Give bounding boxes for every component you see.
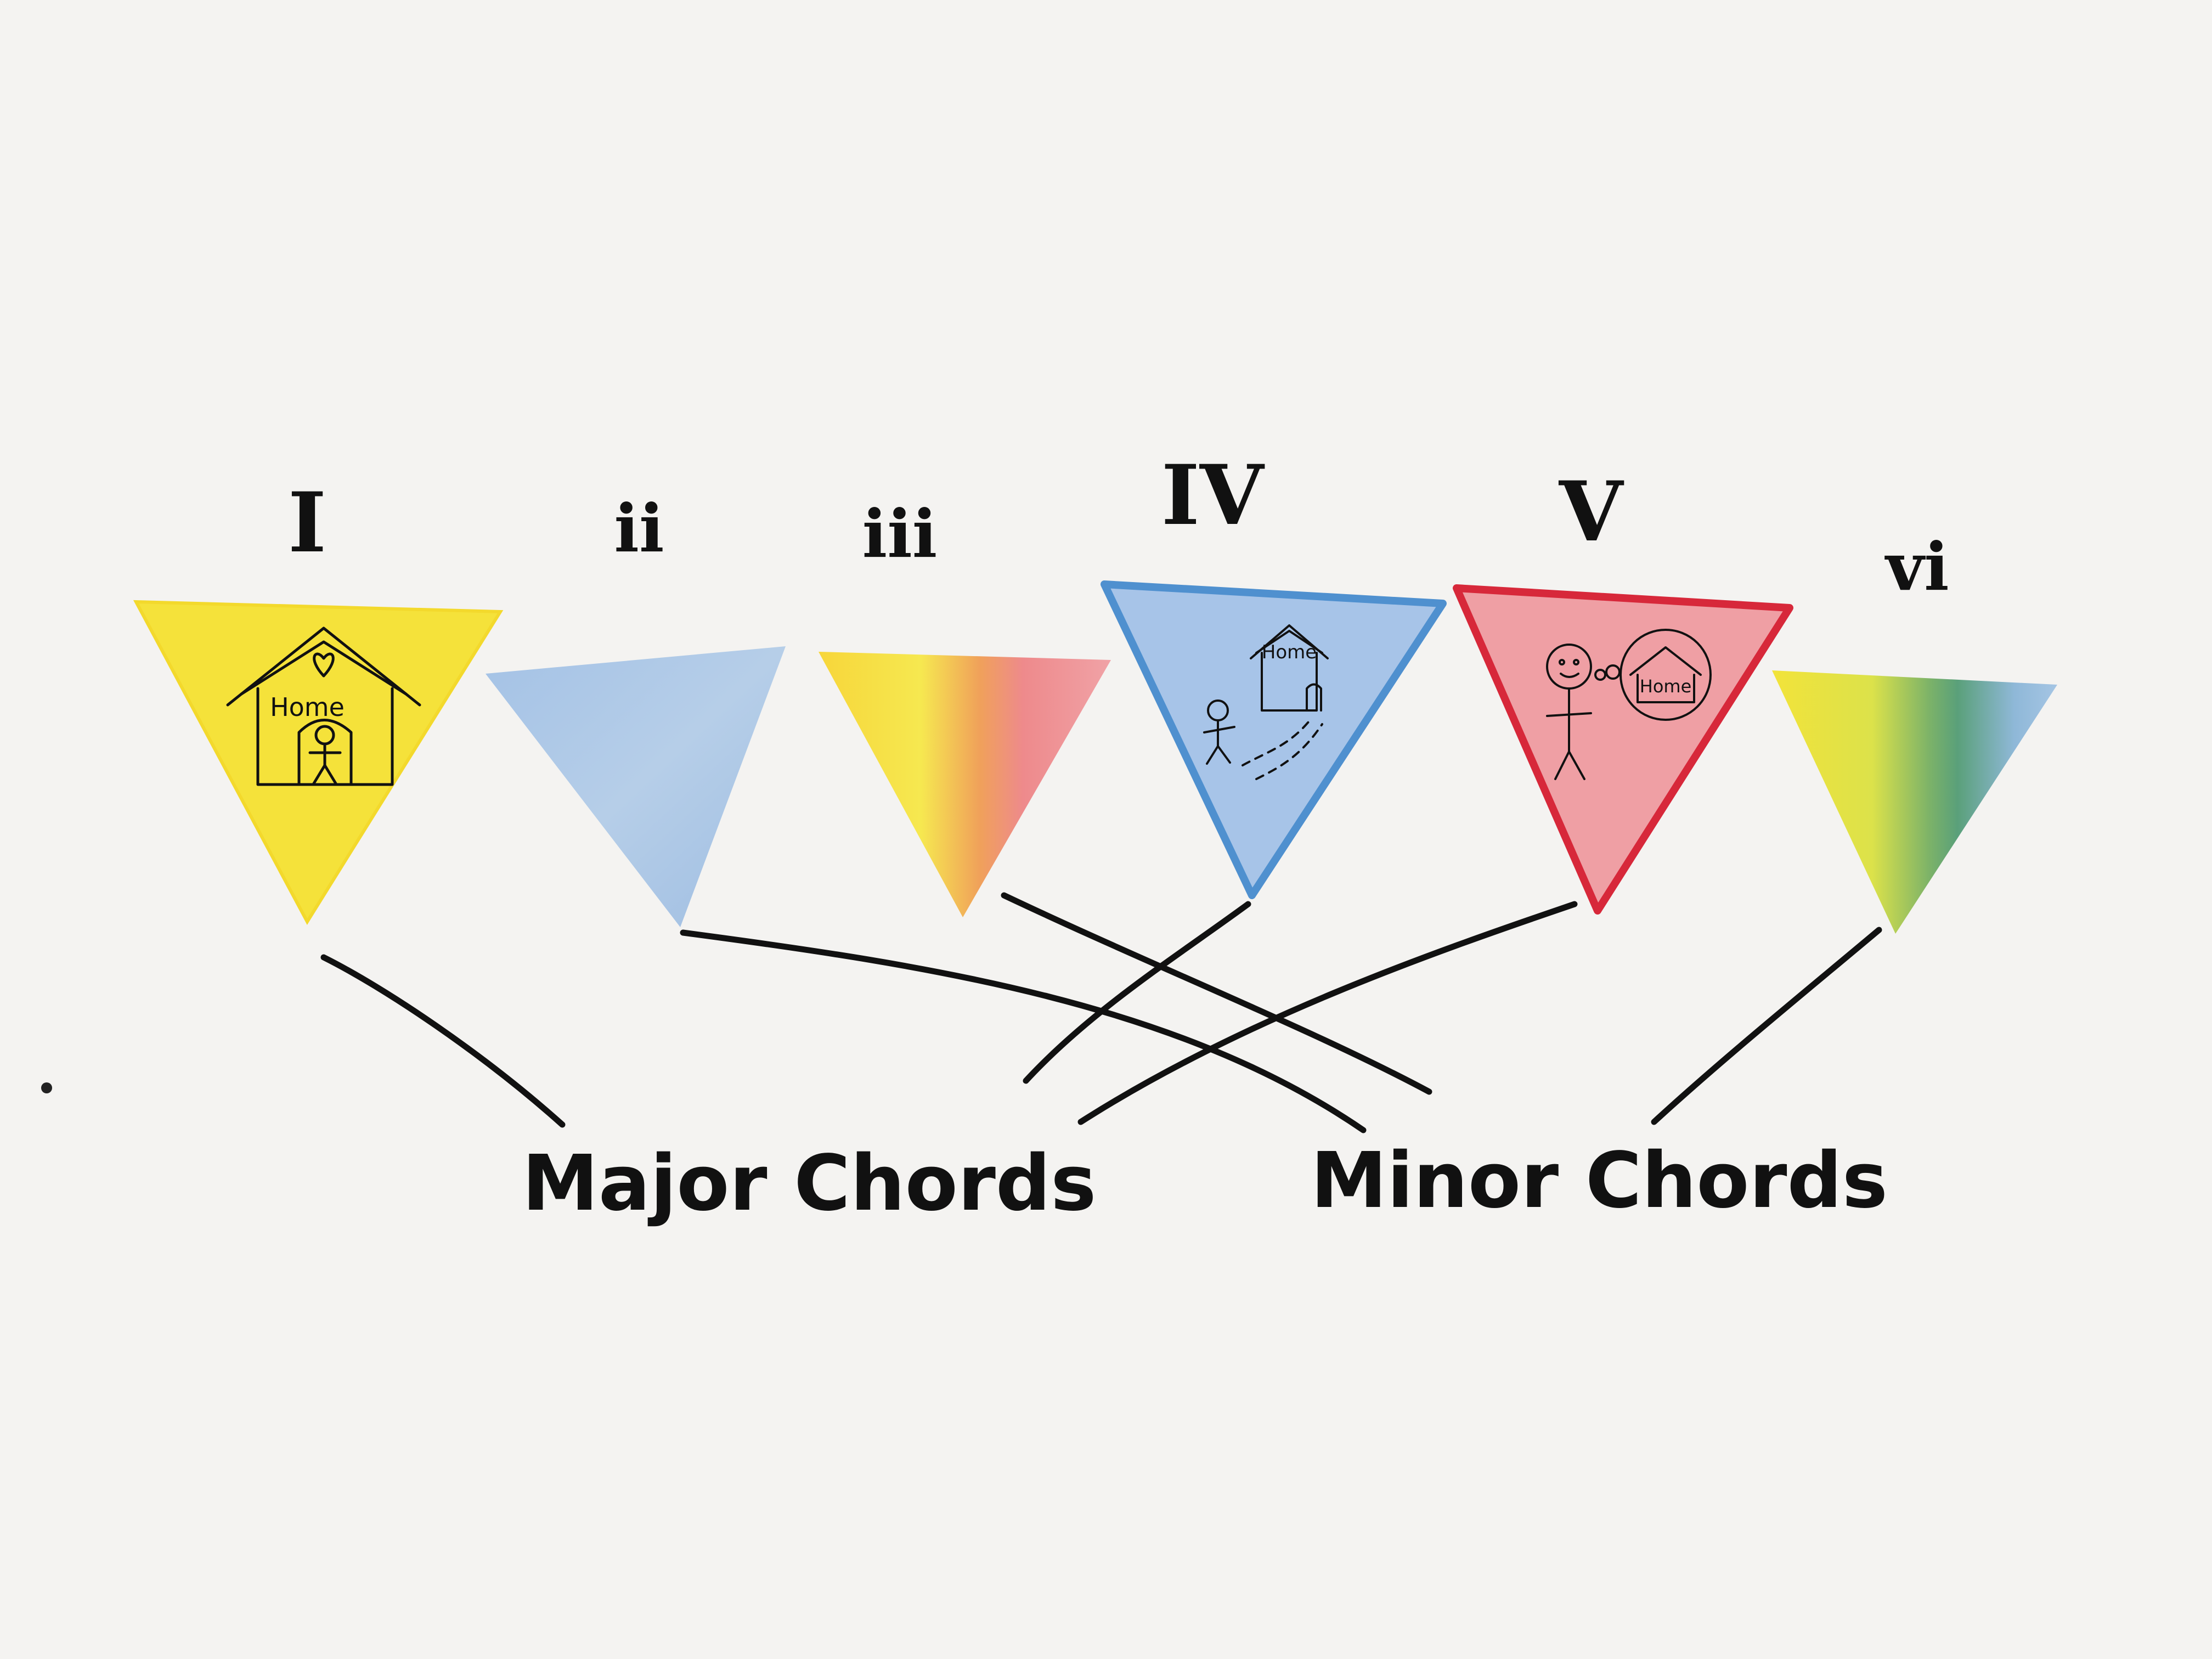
home-label: Home xyxy=(1262,641,1317,663)
major-chords-label: Major Chords xyxy=(522,1139,1097,1228)
chord-triangle-iii xyxy=(819,652,1111,917)
numeral-I: I xyxy=(288,475,326,571)
line-vi-to-minor xyxy=(1651,927,1882,1125)
thinking-of-home-drawing xyxy=(1546,629,1712,780)
numeral-V: V xyxy=(1559,464,1624,560)
line-ii-to-minor xyxy=(680,929,1367,1133)
ink-dot xyxy=(41,1082,52,1093)
connector-lines xyxy=(320,892,1882,1133)
chord-triangle-I: Home xyxy=(133,600,504,925)
walking-away-drawing xyxy=(1203,624,1329,780)
numeral-iii: iii xyxy=(862,495,938,573)
chord-triangle-V: Home xyxy=(1453,584,1793,915)
chord-triangle-IV: Home xyxy=(1101,580,1447,899)
line-I-to-major xyxy=(320,954,566,1128)
line-iii-to-minor xyxy=(1001,892,1432,1095)
house-drawing xyxy=(226,627,421,786)
home-label: Home xyxy=(1640,676,1692,697)
numeral-vi: vi xyxy=(1884,528,1949,606)
chord-triangle-ii xyxy=(486,646,786,927)
numeral-ii: ii xyxy=(614,490,664,567)
numeral-IV: IV xyxy=(1161,447,1265,544)
minor-chords-label: Minor Chords xyxy=(1311,1136,1888,1226)
line-V-to-major xyxy=(1077,901,1578,1125)
chord-triangle-vi xyxy=(1772,670,2057,934)
home-label: Home xyxy=(270,692,345,722)
line-IV-to-major xyxy=(1023,901,1251,1084)
